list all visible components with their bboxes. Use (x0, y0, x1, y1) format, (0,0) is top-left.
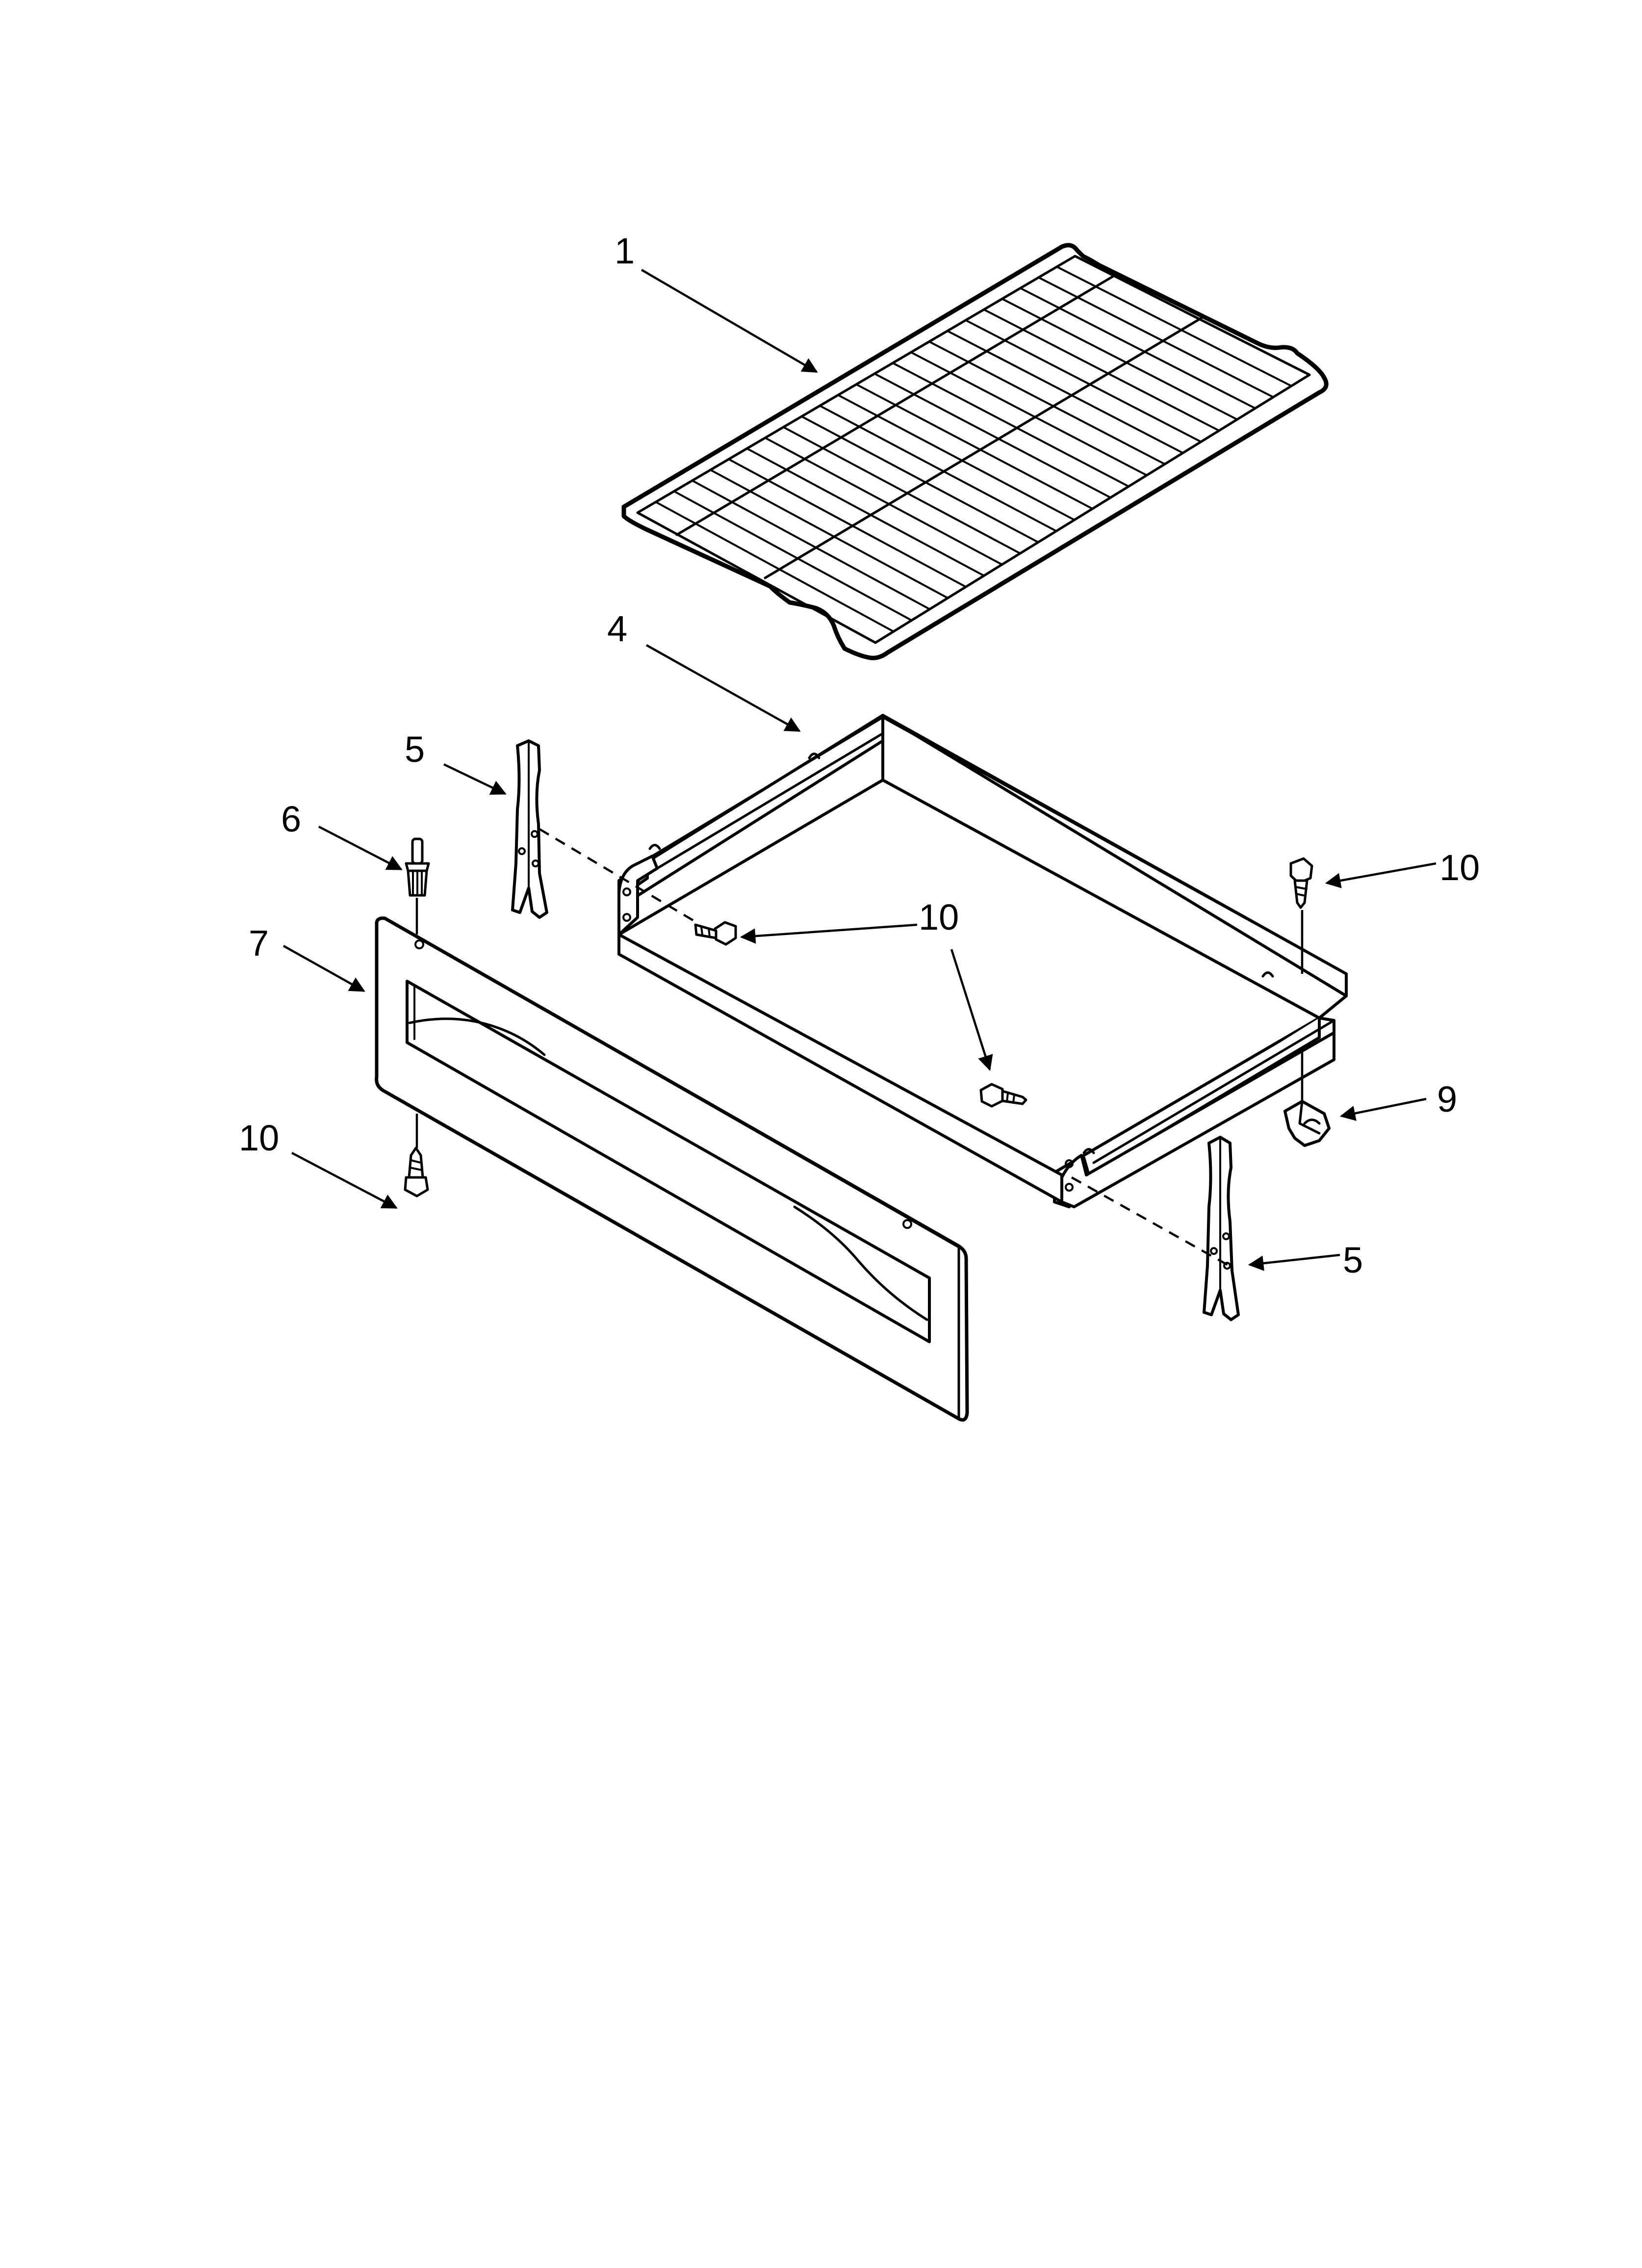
part-clip (1283, 1100, 1331, 1147)
callout-label-10-top-right: 10 (1439, 847, 1480, 888)
callout-labels: 1 4 5 5 6 7 9 10 10 10 (239, 231, 1480, 1280)
callout-label-9: 9 (1437, 1079, 1457, 1120)
callout-label-1: 1 (615, 231, 635, 271)
part-slide-right (1203, 1136, 1240, 1321)
callout-label-6: 6 (281, 799, 301, 839)
callout-label-7: 7 (249, 923, 269, 964)
callout-label-5-right: 5 (1343, 1240, 1363, 1280)
callout-label-4: 4 (607, 608, 627, 649)
rack-rod (1056, 266, 1292, 387)
callout-label-10-middle: 10 (919, 897, 959, 938)
assembly-guides (415, 828, 1304, 1269)
rack-rod (1020, 287, 1256, 410)
part-screw-middle-upper (694, 921, 737, 946)
callout-label-5-left: 5 (405, 729, 425, 770)
part-pin (405, 837, 430, 897)
callout-label-10-bottom-left: 10 (239, 1118, 279, 1158)
part-screw-top-right (1289, 857, 1313, 909)
part-rack (621, 243, 1329, 660)
part-screw-bottom-left (404, 1147, 429, 1198)
part-slide-left (511, 739, 548, 919)
part-drawer (617, 714, 1348, 1208)
callout-leaders (282, 269, 1437, 1271)
part-panel (375, 916, 969, 1422)
part-screw-middle-lower (979, 1083, 1027, 1108)
